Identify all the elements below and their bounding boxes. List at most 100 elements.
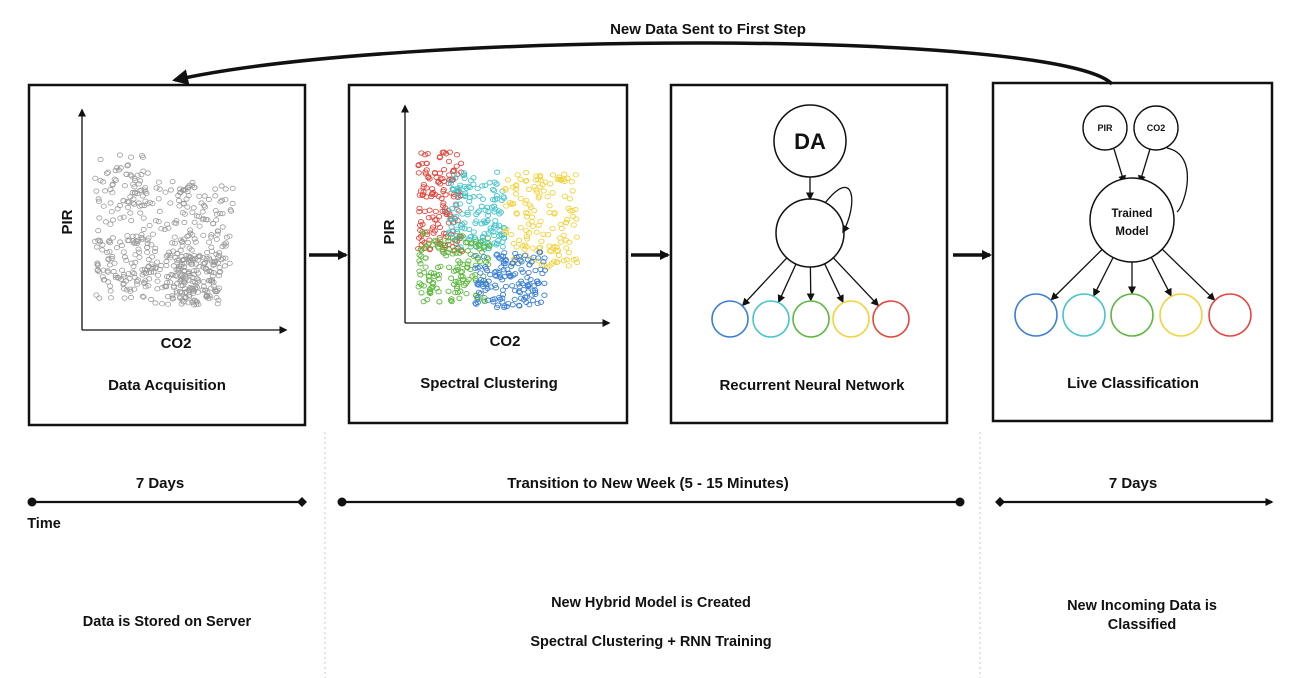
scatter-point bbox=[447, 297, 454, 304]
scatter-point bbox=[178, 261, 185, 267]
scatter-point bbox=[139, 272, 146, 278]
scatter-point bbox=[566, 196, 573, 202]
scatter-point bbox=[153, 185, 160, 191]
scatter-point bbox=[497, 296, 504, 303]
scatter-point bbox=[113, 245, 120, 251]
scatter-point bbox=[200, 216, 207, 222]
scatter-point bbox=[439, 241, 446, 247]
scatter-point bbox=[506, 273, 513, 279]
scatter-point bbox=[109, 235, 116, 241]
scatter-point bbox=[154, 286, 161, 292]
scatter-point bbox=[112, 167, 119, 174]
scatter-point bbox=[480, 283, 487, 290]
scatter-point bbox=[423, 160, 430, 166]
scatter-point bbox=[472, 243, 479, 249]
live-output-nodes bbox=[1014, 248, 1252, 337]
scatter-point bbox=[155, 219, 162, 225]
scatter-point bbox=[518, 266, 525, 273]
scatter-point bbox=[419, 231, 426, 237]
scatter-point bbox=[523, 233, 530, 240]
scatter-point bbox=[102, 219, 109, 225]
scatter-point bbox=[189, 179, 196, 186]
scatter-point bbox=[128, 154, 135, 160]
scatter-point bbox=[211, 261, 218, 268]
scatter-point bbox=[456, 250, 463, 256]
scatter-point bbox=[200, 232, 207, 238]
scatter-point bbox=[455, 194, 462, 200]
scatter-point bbox=[461, 172, 468, 178]
scatter-point bbox=[136, 203, 143, 209]
scatter-point bbox=[130, 196, 137, 202]
scatter-point bbox=[162, 189, 169, 195]
output-edge bbox=[832, 257, 880, 307]
scatter-point bbox=[189, 261, 196, 267]
scatter-point bbox=[457, 247, 464, 253]
scatter-point bbox=[114, 165, 121, 171]
scatter-point bbox=[211, 259, 218, 266]
scatter-point bbox=[516, 237, 523, 243]
scatter-point bbox=[222, 255, 229, 261]
scatter-point bbox=[218, 183, 225, 189]
hidden-node bbox=[775, 198, 845, 268]
scatter-point bbox=[570, 257, 577, 263]
timeline-start-dot bbox=[27, 497, 37, 507]
scatter-point bbox=[131, 201, 138, 207]
scatter-point bbox=[427, 290, 434, 296]
scatter-point bbox=[206, 257, 213, 263]
scatter-point bbox=[423, 167, 430, 173]
scatter-point bbox=[107, 283, 114, 289]
scatter-point bbox=[173, 218, 180, 224]
scatter-point bbox=[561, 193, 568, 199]
scatter-point bbox=[100, 179, 107, 185]
scatter-point bbox=[495, 269, 502, 276]
scatter-point bbox=[498, 232, 506, 239]
scatter-point bbox=[127, 294, 134, 301]
scatter-point bbox=[145, 263, 152, 269]
scatter-point bbox=[169, 179, 176, 185]
scatter-point bbox=[513, 186, 520, 192]
scatter-point bbox=[466, 198, 473, 204]
scatter-point bbox=[493, 193, 500, 199]
scatter-point bbox=[196, 223, 203, 229]
raw-data-scatter bbox=[92, 152, 236, 308]
scatter-point bbox=[213, 217, 220, 223]
scatter-point bbox=[128, 218, 135, 224]
scatter-point bbox=[494, 302, 501, 308]
scatter-point bbox=[93, 292, 100, 298]
scatter-point bbox=[453, 152, 460, 158]
scatter-point bbox=[133, 240, 140, 247]
scatter-point bbox=[95, 237, 102, 243]
scatter-point bbox=[219, 243, 226, 250]
scatter-point bbox=[556, 174, 563, 180]
input-node-da-label: DA bbox=[794, 129, 826, 154]
scatter-point bbox=[199, 209, 206, 215]
scatter-point bbox=[425, 214, 432, 221]
scatter-point bbox=[560, 232, 567, 239]
scatter-point bbox=[525, 269, 532, 276]
recurrent-loop bbox=[1166, 147, 1189, 213]
scatter-point bbox=[117, 239, 124, 245]
scatter-point bbox=[457, 182, 464, 188]
scatter-point bbox=[466, 194, 473, 201]
scatter-point bbox=[139, 193, 146, 199]
time-label: Time bbox=[27, 516, 61, 532]
scatter-point bbox=[508, 231, 515, 238]
scatter-point bbox=[529, 288, 536, 294]
scatter-point bbox=[196, 254, 203, 260]
scatter-point bbox=[459, 211, 466, 217]
scatter-point bbox=[206, 268, 213, 275]
scatter-point bbox=[222, 186, 229, 192]
scatter-point bbox=[132, 252, 139, 258]
scatter-point bbox=[417, 188, 424, 194]
output-node bbox=[1110, 293, 1154, 337]
scatter-point bbox=[484, 212, 492, 219]
input-node-co2-label: CO2 bbox=[1147, 123, 1166, 133]
scatter-point bbox=[533, 189, 540, 195]
scatter-point bbox=[444, 207, 452, 213]
feedback-arrow-label: New Data Sent to First Step bbox=[610, 21, 806, 38]
scatter-point bbox=[104, 268, 111, 274]
scatter-point bbox=[474, 294, 481, 300]
scatter-point bbox=[507, 199, 514, 206]
scatter-point bbox=[445, 180, 452, 187]
scatter-point bbox=[512, 271, 519, 277]
